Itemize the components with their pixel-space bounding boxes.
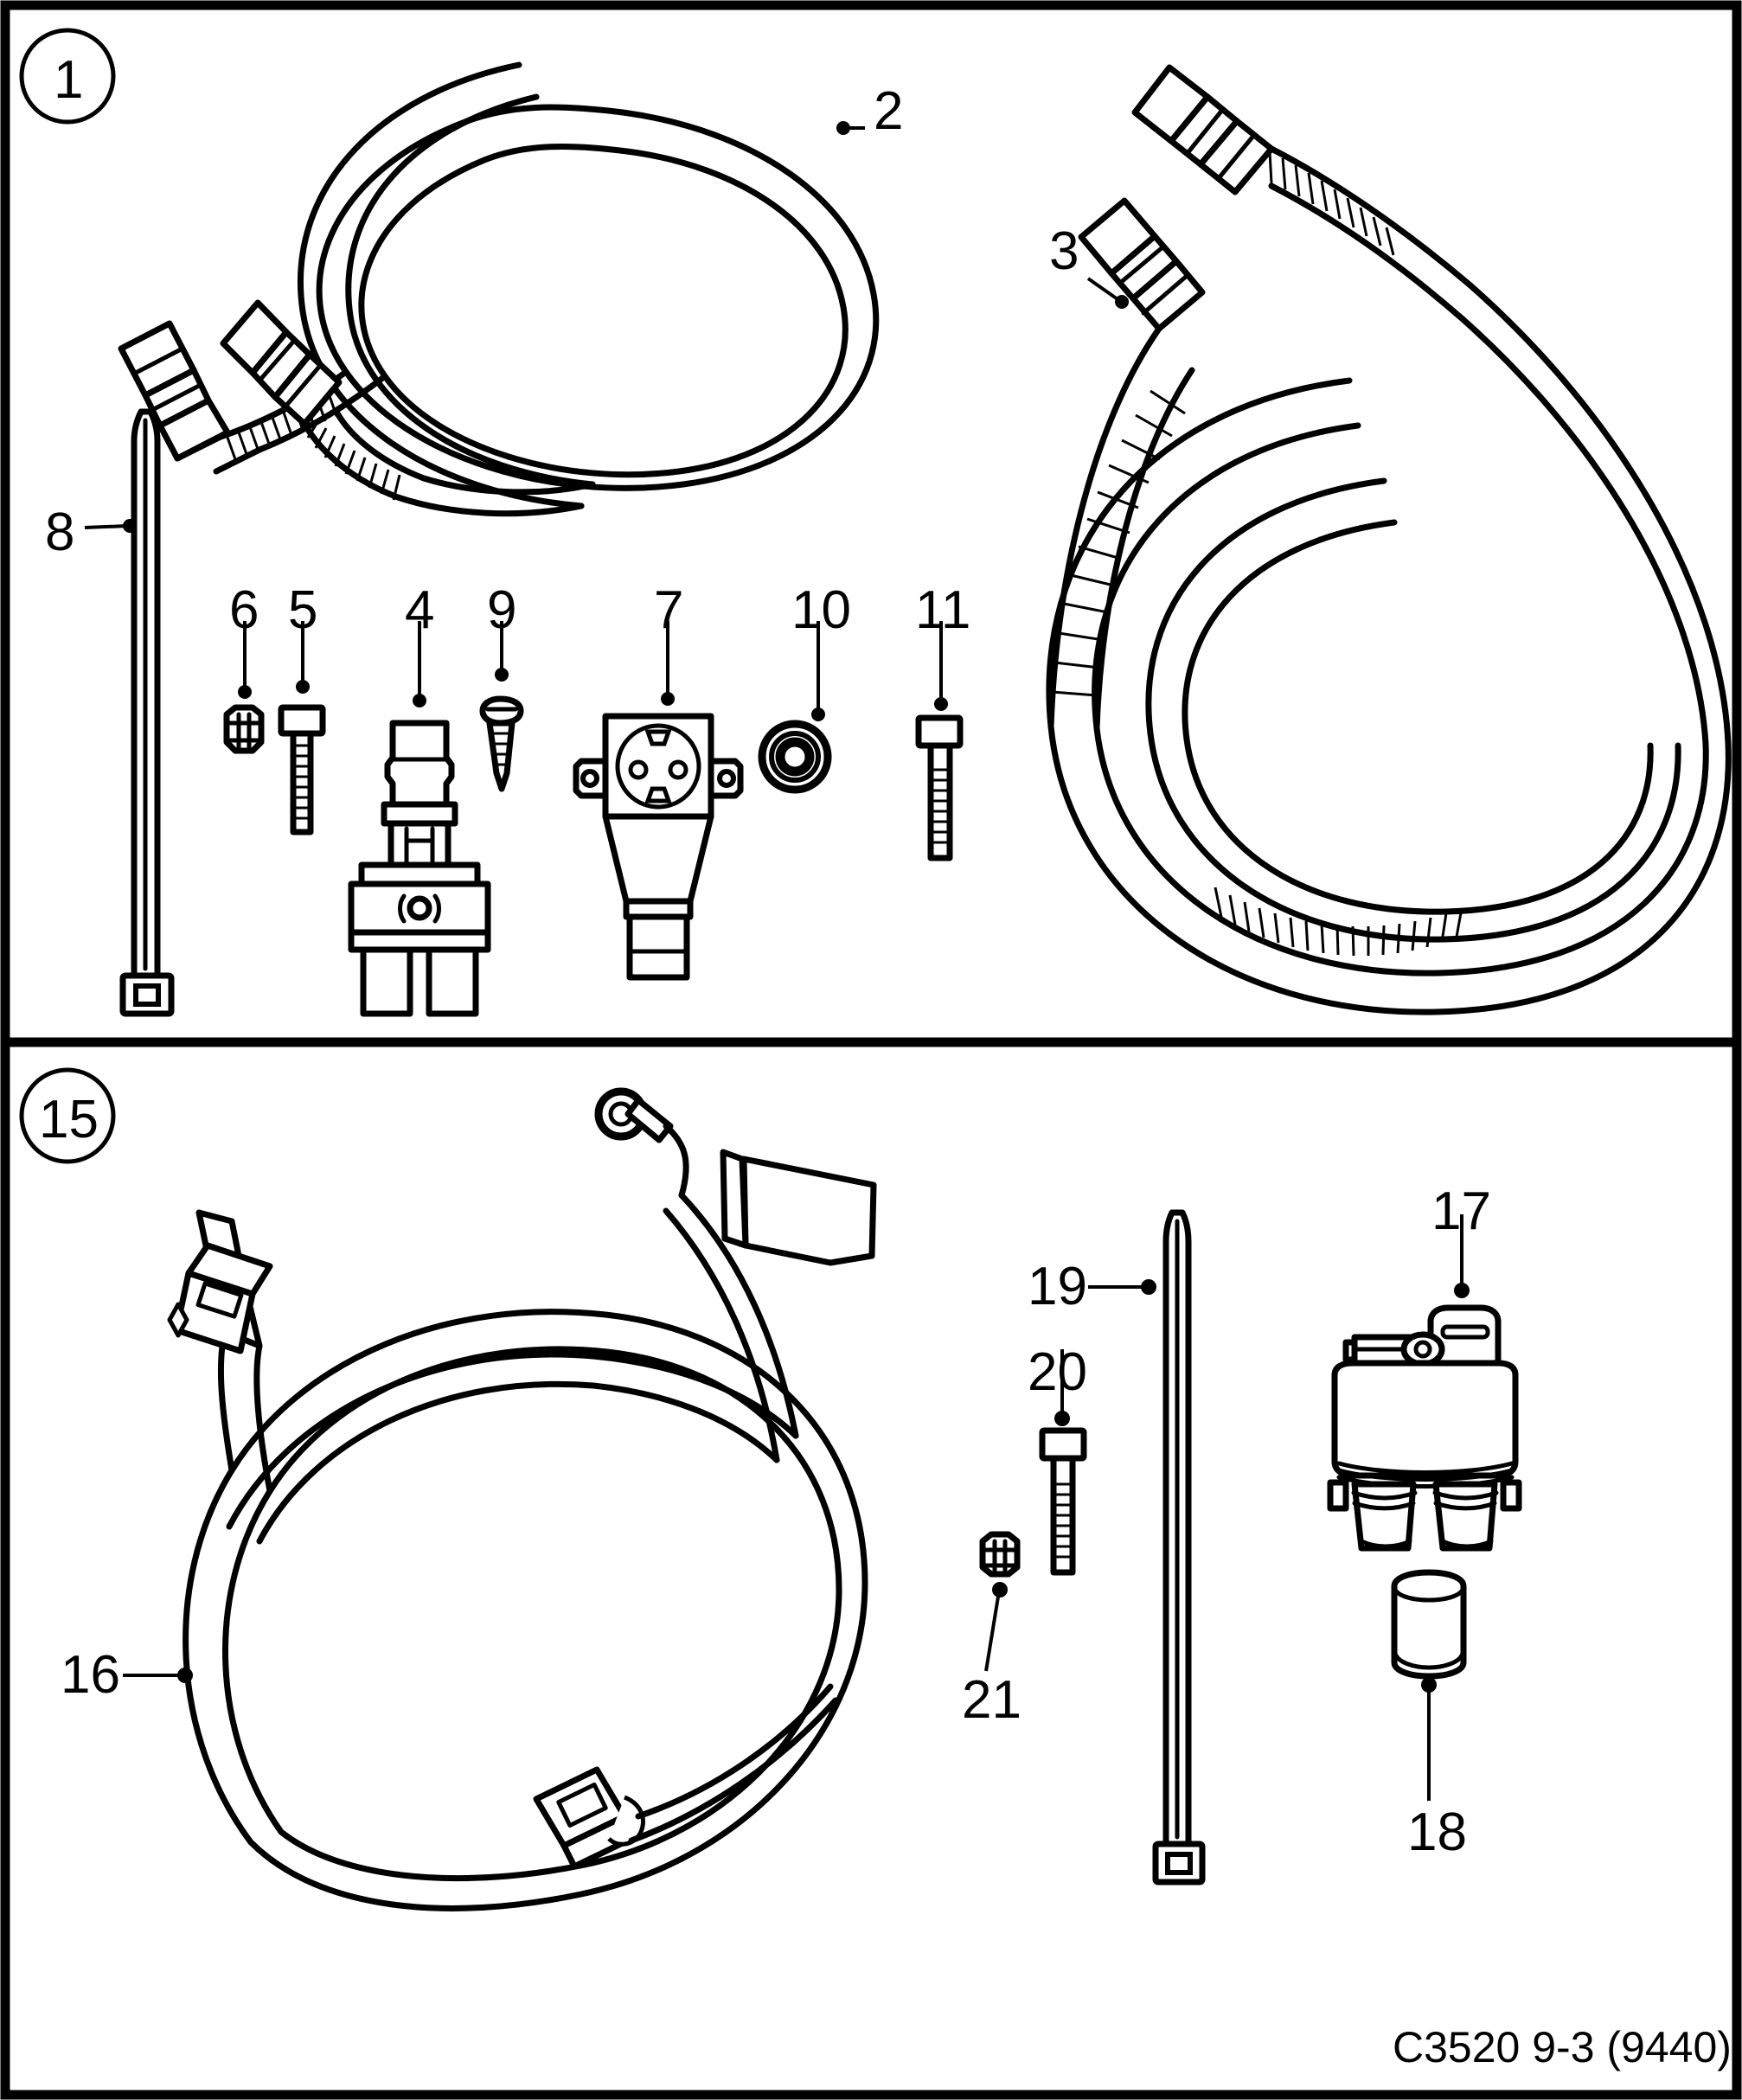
callout-17: 17 (1431, 1181, 1491, 1241)
part-19-cable-tie (1152, 1209, 1206, 1886)
group-number-15: 15 (39, 1090, 99, 1149)
callout-9: 9 (487, 580, 517, 640)
part-17-heater-pump-unit (1327, 1304, 1522, 1552)
callout-2: 2 (874, 81, 904, 141)
leader-lines-top (84, 121, 1129, 721)
callout-4: 4 (405, 580, 435, 640)
leader-lines-bottom (123, 1214, 1470, 1801)
part-20-bolt (1039, 1427, 1087, 1576)
callout-20: 20 (1028, 1342, 1087, 1402)
callout-18: 18 (1407, 1802, 1467, 1862)
part-10-grommet (758, 720, 832, 794)
part-21-nut (979, 1531, 1021, 1578)
group-circle-1 (19, 28, 116, 125)
callout-7: 7 (654, 580, 684, 640)
callout-21: 21 (962, 1670, 1022, 1730)
part-5-bolt-short (278, 704, 326, 836)
callout-5: 5 (288, 580, 318, 640)
part-7-socket-outlet-connector (573, 713, 744, 981)
part-18-rubber-sleeve (1391, 1569, 1467, 1680)
callout-6: 6 (229, 580, 259, 640)
callout-3: 3 (1049, 221, 1079, 281)
part-16-cable-harness (167, 1087, 877, 1911)
group-circle-15 (19, 1067, 116, 1164)
part-9-self-tapping-screw (479, 695, 524, 792)
callout-8: 8 (45, 503, 75, 562)
callout-11: 11 (915, 580, 971, 640)
callout-19: 19 (1028, 1257, 1087, 1316)
part-11-bolt-long (915, 714, 964, 861)
group-number-1: 1 (54, 50, 84, 110)
harness-lower-connector (533, 1683, 839, 1870)
sheet-caption: C3520 9-3 (9440) (1393, 2023, 1732, 2071)
part-4-twin-hose-connector (348, 720, 491, 1017)
part-2-coiled-hose (118, 61, 880, 517)
callout-10: 10 (791, 580, 851, 640)
part-8-cable-tie (119, 408, 175, 1017)
part-3-coiled-hose (1046, 64, 1732, 1015)
part-6-nut (223, 704, 265, 754)
callout-16: 16 (61, 1645, 120, 1705)
